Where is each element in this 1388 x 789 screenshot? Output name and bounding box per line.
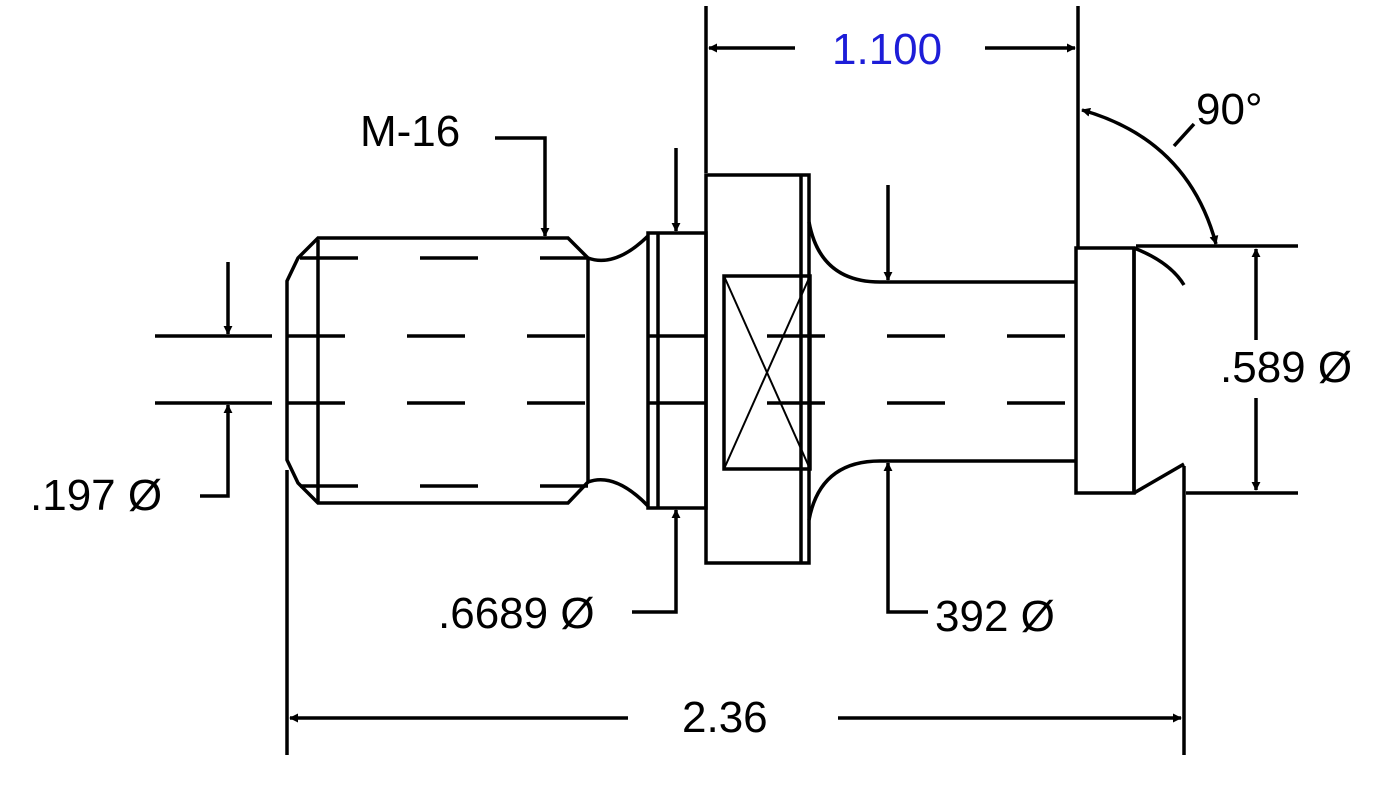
head-dia-label: .589 Ø xyxy=(1220,343,1352,392)
angle-arc xyxy=(1081,107,1219,245)
angle-label: 90° xyxy=(1196,85,1263,134)
collar-dia-leader xyxy=(632,509,681,614)
thread-leader xyxy=(495,136,550,237)
thread-body-outline xyxy=(285,236,590,505)
neck-bottom xyxy=(807,459,1076,521)
overall-length-label: 2.36 xyxy=(682,693,768,742)
neck-dia-label: 392 Ø xyxy=(935,592,1055,641)
head-chamfer-top xyxy=(1133,246,1186,286)
head-chamfer-bottom xyxy=(1133,462,1185,495)
wrench-flats xyxy=(722,274,812,471)
thread-label: M-16 xyxy=(360,107,460,156)
neck-top xyxy=(807,221,1076,284)
head-length-label: 1.100 xyxy=(832,25,942,74)
part-outline xyxy=(285,173,1186,565)
hole-dia-leader xyxy=(200,404,233,498)
groove-bottom xyxy=(587,477,650,508)
neck-dia-leader xyxy=(883,462,928,614)
hole-dia-label: .197 Ø xyxy=(30,471,162,520)
dimension-lines xyxy=(155,6,1298,755)
head xyxy=(1074,246,1136,495)
groove-top xyxy=(587,234,650,263)
flange xyxy=(704,173,811,565)
angle-leader xyxy=(1172,122,1196,148)
collar-dia-label: .6689 Ø xyxy=(438,589,595,638)
dimension-labels: M-16 .197 Ø .6689 Ø 392 Ø .589 Ø 90° 1.1… xyxy=(30,25,1352,742)
flats-cross-b xyxy=(723,275,811,470)
